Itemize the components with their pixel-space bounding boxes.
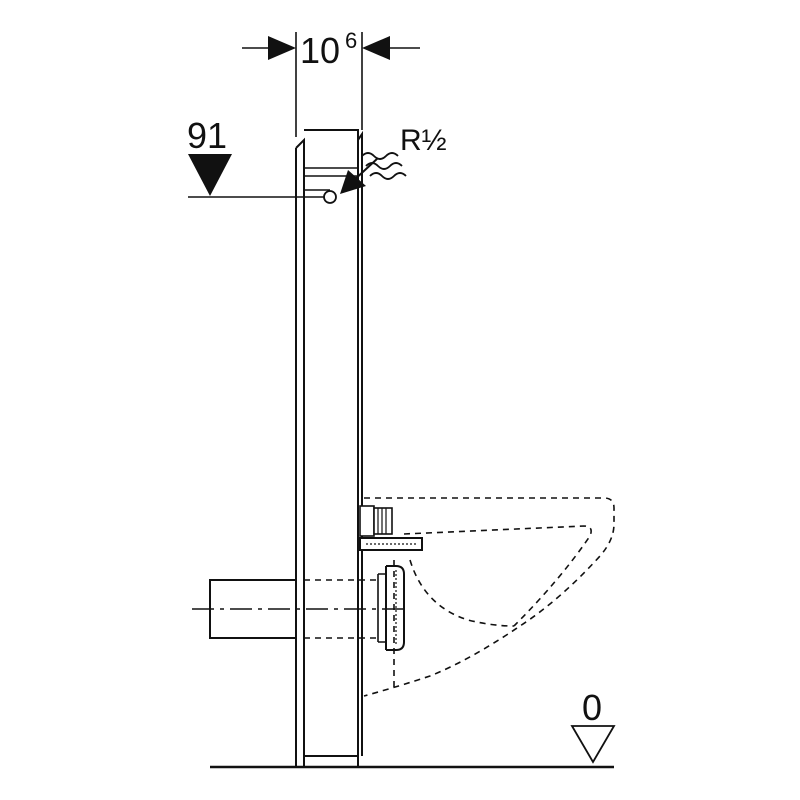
frame-foot bbox=[304, 755, 359, 766]
width-value: 10 bbox=[300, 30, 340, 71]
frame-top bbox=[304, 129, 359, 762]
water-wave-icon bbox=[361, 152, 399, 160]
height-marker: 91 bbox=[187, 115, 326, 198]
floor-triangle-icon bbox=[570, 725, 616, 764]
width-dimension: 10 6 bbox=[242, 28, 420, 137]
pipe-connector bbox=[386, 565, 405, 651]
bowl-outer bbox=[363, 497, 615, 697]
arrow-left-icon bbox=[362, 36, 390, 60]
height-marker-label: 91 bbox=[187, 115, 227, 156]
bowl-inner bbox=[409, 559, 515, 627]
fixing-studs bbox=[359, 505, 423, 551]
drain-pipe bbox=[192, 565, 410, 651]
connection-label: R½ bbox=[400, 124, 447, 157]
water-connection: R½ bbox=[323, 124, 447, 204]
module-frame bbox=[295, 129, 363, 766]
frame-left-inner bbox=[295, 137, 305, 766]
width-superscript: 6 bbox=[345, 28, 357, 53]
connection-point-icon bbox=[323, 190, 337, 204]
wc-bowl-outline bbox=[363, 497, 615, 697]
bowl-rim bbox=[403, 525, 592, 627]
level-triangle-icon bbox=[188, 154, 232, 196]
floor-marker-label: 0 bbox=[582, 687, 602, 728]
floor-marker: 0 bbox=[210, 687, 616, 769]
arrow-right-icon bbox=[268, 36, 296, 60]
